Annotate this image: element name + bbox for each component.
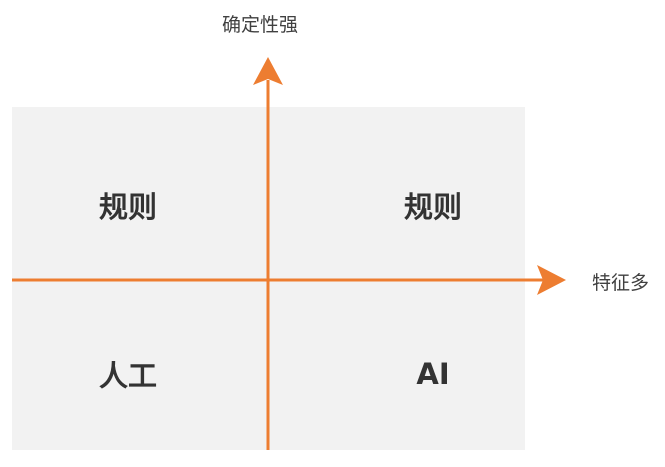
- quadrant-top-right: 规则: [403, 190, 462, 224]
- vertical-arrowhead-icon: [253, 57, 283, 85]
- quadrant-bottom-right: AI: [416, 357, 450, 391]
- quadrant-top-left: 规则: [98, 190, 157, 224]
- quadrant-bottom-left: 人工: [98, 359, 157, 393]
- horizontal-arrowhead-icon: [537, 265, 566, 295]
- x-axis-label: 特征多: [592, 272, 650, 294]
- y-axis-label: 确定性强: [222, 14, 299, 36]
